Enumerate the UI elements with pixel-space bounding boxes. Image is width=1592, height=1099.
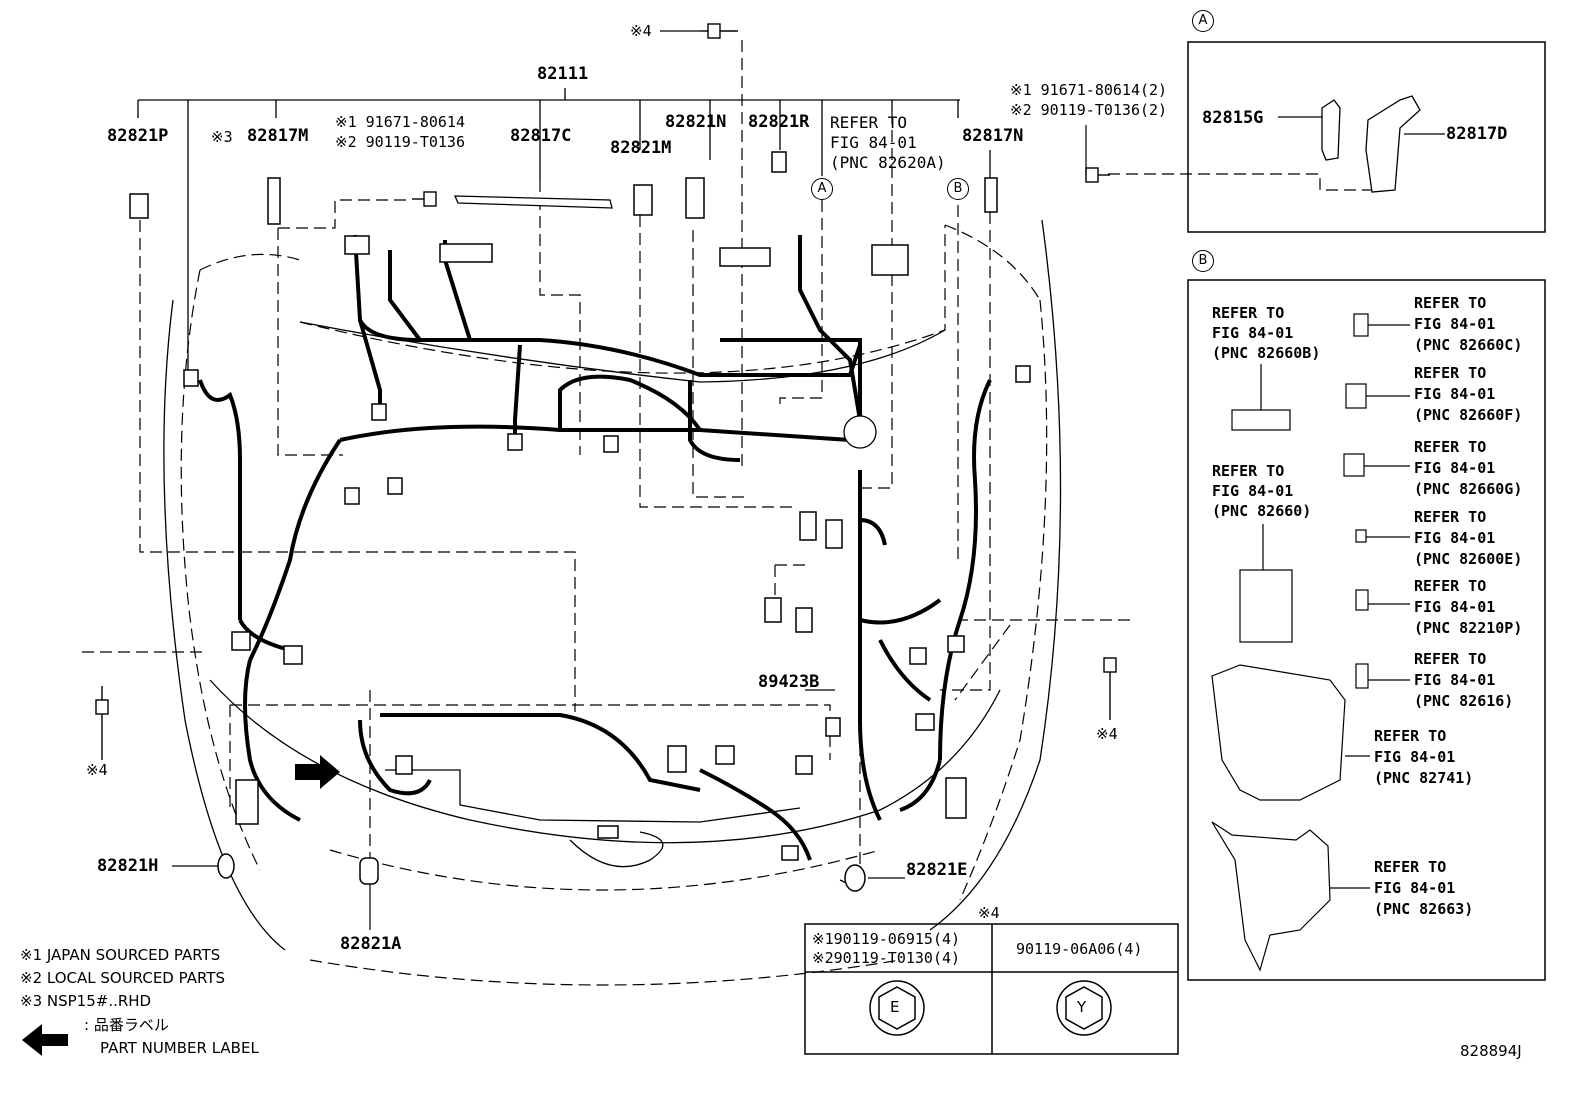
panel-b-c7-line1[interactable]: REFER TO [1374, 727, 1447, 745]
part-label-arrow-icon [295, 755, 340, 789]
fastener-right-line1[interactable]: 90119-06A06(4) [1016, 940, 1143, 958]
panel-b-c3-line1[interactable]: REFER TO [1414, 438, 1487, 456]
panel-b-c8-line1[interactable]: REFER TO [1374, 858, 1447, 876]
panel-b-c7-line3[interactable]: (PNC 82741) [1374, 769, 1474, 787]
panel-b-c2-line1[interactable]: REFER TO [1414, 364, 1487, 382]
label-leaders [172, 30, 1087, 930]
panel-b-c1-line2[interactable]: FIG 84-01 [1414, 315, 1496, 333]
label-82821H[interactable]: 82821H [97, 856, 159, 876]
callout-b-panel: B [1192, 250, 1214, 272]
panel-b-c2-line3[interactable]: (PNC 82660F) [1414, 406, 1523, 424]
panel-b-c5-line3[interactable]: (PNC 82210P) [1414, 619, 1523, 637]
panel-b-c4-line3[interactable]: (PNC 82600E) [1414, 550, 1523, 568]
label-82821M[interactable]: 82821M [610, 138, 672, 158]
label-82817C[interactable]: 82817C [510, 126, 572, 146]
panel-b-c6-line1[interactable]: REFER TO [1414, 650, 1487, 668]
bolt-right-line1[interactable]: ※1 91671-80614(2) [1010, 81, 1168, 99]
panel-b-c3-line3[interactable]: (PNC 82660G) [1414, 480, 1523, 498]
label-82815G[interactable]: 82815G [1202, 108, 1264, 128]
mark-4-left: ※4 [86, 761, 108, 779]
fastener-left-line1[interactable]: ※190119-06915(4) [812, 930, 961, 948]
panel-b-r2-line2[interactable]: FIG 84-01 [1212, 482, 1294, 500]
callout-a-panel: A [1192, 10, 1214, 32]
panel-b-r1-line3[interactable]: (PNC 82660B) [1212, 344, 1321, 362]
panel-b-parts [1211, 313, 1410, 972]
bolt-right-icon [1085, 167, 1110, 183]
refer-top-line3[interactable]: (PNC 82620A) [830, 153, 946, 172]
label-89423B[interactable]: 89423B [758, 672, 820, 692]
leader-82111-bracket [137, 88, 960, 370]
panel-b-c6-line2[interactable]: FIG 84-01 [1414, 671, 1496, 689]
panel-b-c1-line3[interactable]: (PNC 82660C) [1414, 336, 1523, 354]
fastener-symbol-e: E [890, 998, 900, 1016]
label-82821A[interactable]: 82821A [340, 934, 402, 954]
panel-b-c7-line2[interactable]: FIG 84-01 [1374, 748, 1456, 766]
bolt-right-lower-icon [1103, 657, 1117, 720]
bolt-right-line2[interactable]: ※2 90119-T0136(2) [1010, 101, 1168, 119]
fastener-table-mark: ※4 [978, 904, 1000, 922]
bracket-82817C [454, 195, 613, 209]
legend-arrow-icon [22, 1024, 68, 1056]
panel-b-r2-line3[interactable]: (PNC 82660) [1212, 502, 1312, 520]
mark-3: ※3 [211, 128, 233, 146]
panel-b-c5-line1[interactable]: REFER TO [1414, 577, 1487, 595]
refer-top-line2[interactable]: FIG 84-01 [830, 133, 917, 152]
label-82817M[interactable]: 82817M [247, 126, 309, 146]
bolt-center-icon [412, 191, 437, 207]
bolt-left-line1[interactable]: ※1 91671-80614 [335, 113, 465, 131]
fastener-table-frame [804, 923, 1179, 1055]
label-82111[interactable]: 82111 [537, 64, 589, 84]
panel-b-c8-line2[interactable]: FIG 84-01 [1374, 879, 1456, 897]
relay-block [843, 415, 877, 449]
legend-nsp15-rhd: ※3 NSP15#..RHD [20, 992, 152, 1010]
mark-4-right: ※4 [1096, 725, 1118, 743]
label-82821N[interactable]: 82821N [665, 112, 727, 132]
body-outline [163, 219, 1062, 951]
grommet-82821E [844, 864, 866, 892]
panel-b-r2-line1[interactable]: REFER TO [1212, 462, 1285, 480]
legend-label-jp: : 品番ラベル [84, 1016, 169, 1034]
detail-panel-b [1187, 279, 1546, 981]
panel-b-c3-line2[interactable]: FIG 84-01 [1414, 459, 1496, 477]
panel-b-c6-line3[interactable]: (PNC 82616) [1414, 692, 1514, 710]
refer-top-line1[interactable]: REFER TO [830, 113, 908, 132]
panel-a-parts [1278, 95, 1445, 193]
legend-part-number-label: PART NUMBER LABEL [100, 1039, 259, 1057]
panel-b-c4-line1[interactable]: REFER TO [1414, 508, 1487, 526]
hex-bolt-y-icon [1056, 980, 1112, 1036]
grommet-82821H [217, 853, 235, 879]
panel-b-c8-line3[interactable]: (PNC 82663) [1374, 900, 1474, 918]
bolt-icons [95, 23, 1117, 760]
panel-b-c1-line1[interactable]: REFER TO [1414, 294, 1487, 312]
panel-b-c5-line2[interactable]: FIG 84-01 [1414, 598, 1496, 616]
hex-bolt-e-icon [869, 980, 925, 1036]
callout-b-in-diagram[interactable]: B [947, 178, 969, 200]
label-82821R[interactable]: 82821R [748, 112, 810, 132]
connector-blocks [129, 151, 1031, 861]
mark-4-top: ※4 [630, 22, 652, 40]
label-82821P[interactable]: 82821P [107, 126, 169, 146]
panel-b-r1-line2[interactable]: FIG 84-01 [1212, 324, 1294, 342]
bolt-left-line2[interactable]: ※2 90119-T0136 [335, 133, 465, 151]
bolt-top-icon [700, 23, 738, 39]
grommet-82821A [359, 857, 379, 885]
harness-lines [198, 234, 992, 861]
legend-local-sourced: ※2 LOCAL SOURCED PARTS [20, 969, 225, 987]
panel-b-c2-line2[interactable]: FIG 84-01 [1414, 385, 1496, 403]
label-82817D[interactable]: 82817D [1446, 124, 1508, 144]
label-82821E[interactable]: 82821E [906, 860, 968, 880]
bolt-left-icon [95, 686, 109, 760]
detail-panel-a [1187, 41, 1546, 233]
fastener-symbol-y: Y [1077, 998, 1087, 1016]
fastener-left-line2[interactable]: ※290119-T0130(4) [812, 949, 961, 967]
callout-a-in-diagram[interactable]: A [811, 178, 833, 200]
panel-b-r1-line1[interactable]: REFER TO [1212, 304, 1285, 322]
label-82817N[interactable]: 82817N [962, 126, 1024, 146]
diagram-id: 828894J [1460, 1042, 1522, 1060]
legend-japan-sourced: ※1 JAPAN SOURCED PARTS [20, 946, 221, 964]
panel-b-c4-line2[interactable]: FIG 84-01 [1414, 529, 1496, 547]
